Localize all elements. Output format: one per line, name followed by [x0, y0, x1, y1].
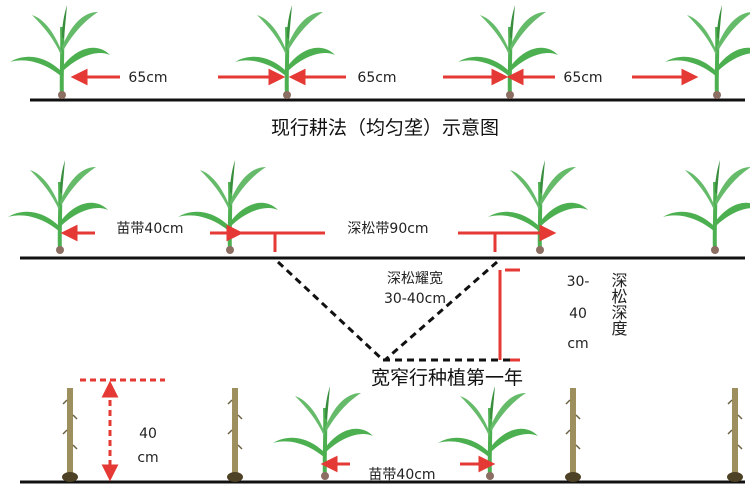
depth-value: 30-: [567, 274, 590, 290]
row1-spacing-arrows: [70, 68, 699, 86]
spacing-label: 65cm: [128, 70, 167, 86]
stubble-stalk: [61, 387, 79, 483]
stubble-stalk: [726, 387, 744, 483]
corn-plant: [8, 3, 112, 101]
stubble-stalk: [564, 387, 582, 483]
row2-caption: 宽窄行种植第一年: [371, 367, 523, 389]
corn-plant: [663, 3, 750, 101]
corn-plant: [233, 3, 337, 101]
depth-title: 深松深度: [609, 272, 628, 336]
seedling-band-label: 苗带40cm: [116, 221, 183, 237]
row3-stubble-row: 40 cm 苗带40cm: [20, 378, 745, 484]
loosening-band-label: 深松带90cm: [347, 221, 428, 237]
corn-plant: [6, 158, 110, 256]
spacing-label: 65cm: [563, 70, 602, 86]
depth-value: 40: [569, 306, 587, 322]
depth-unit: cm: [567, 336, 588, 352]
corn-plant: [486, 158, 590, 256]
stubble-height-unit: cm: [137, 450, 158, 466]
corn-plant: [456, 3, 560, 101]
row3-band-arrows: [320, 455, 496, 473]
trench-outline: [276, 260, 515, 362]
corn-plant: [661, 158, 750, 256]
row2-wide-narrow-first-year: 苗带40cm 深松带90cm 深松耀宽 30-40cm 30- 40 cm 深松…: [6, 158, 750, 389]
seedling-band-label: 苗带40cm: [368, 467, 435, 483]
stubble-stalk: [226, 387, 244, 483]
row1-caption: 现行耕法（均匀垄）示意图: [271, 117, 499, 139]
trench-width-label: 深松耀宽: [387, 270, 443, 287]
row2-band-arrows: [60, 224, 557, 362]
stubble-height-marker: [80, 378, 165, 482]
row1-even-ridge: 65cm 65cm 65cm 现行耕法（均匀垄）示意图: [8, 3, 750, 139]
stubble-height-value: 40: [139, 426, 157, 442]
spacing-label: 65cm: [357, 70, 396, 86]
trench-width-value: 30-40cm: [384, 291, 446, 307]
corn-plant: [271, 384, 375, 482]
